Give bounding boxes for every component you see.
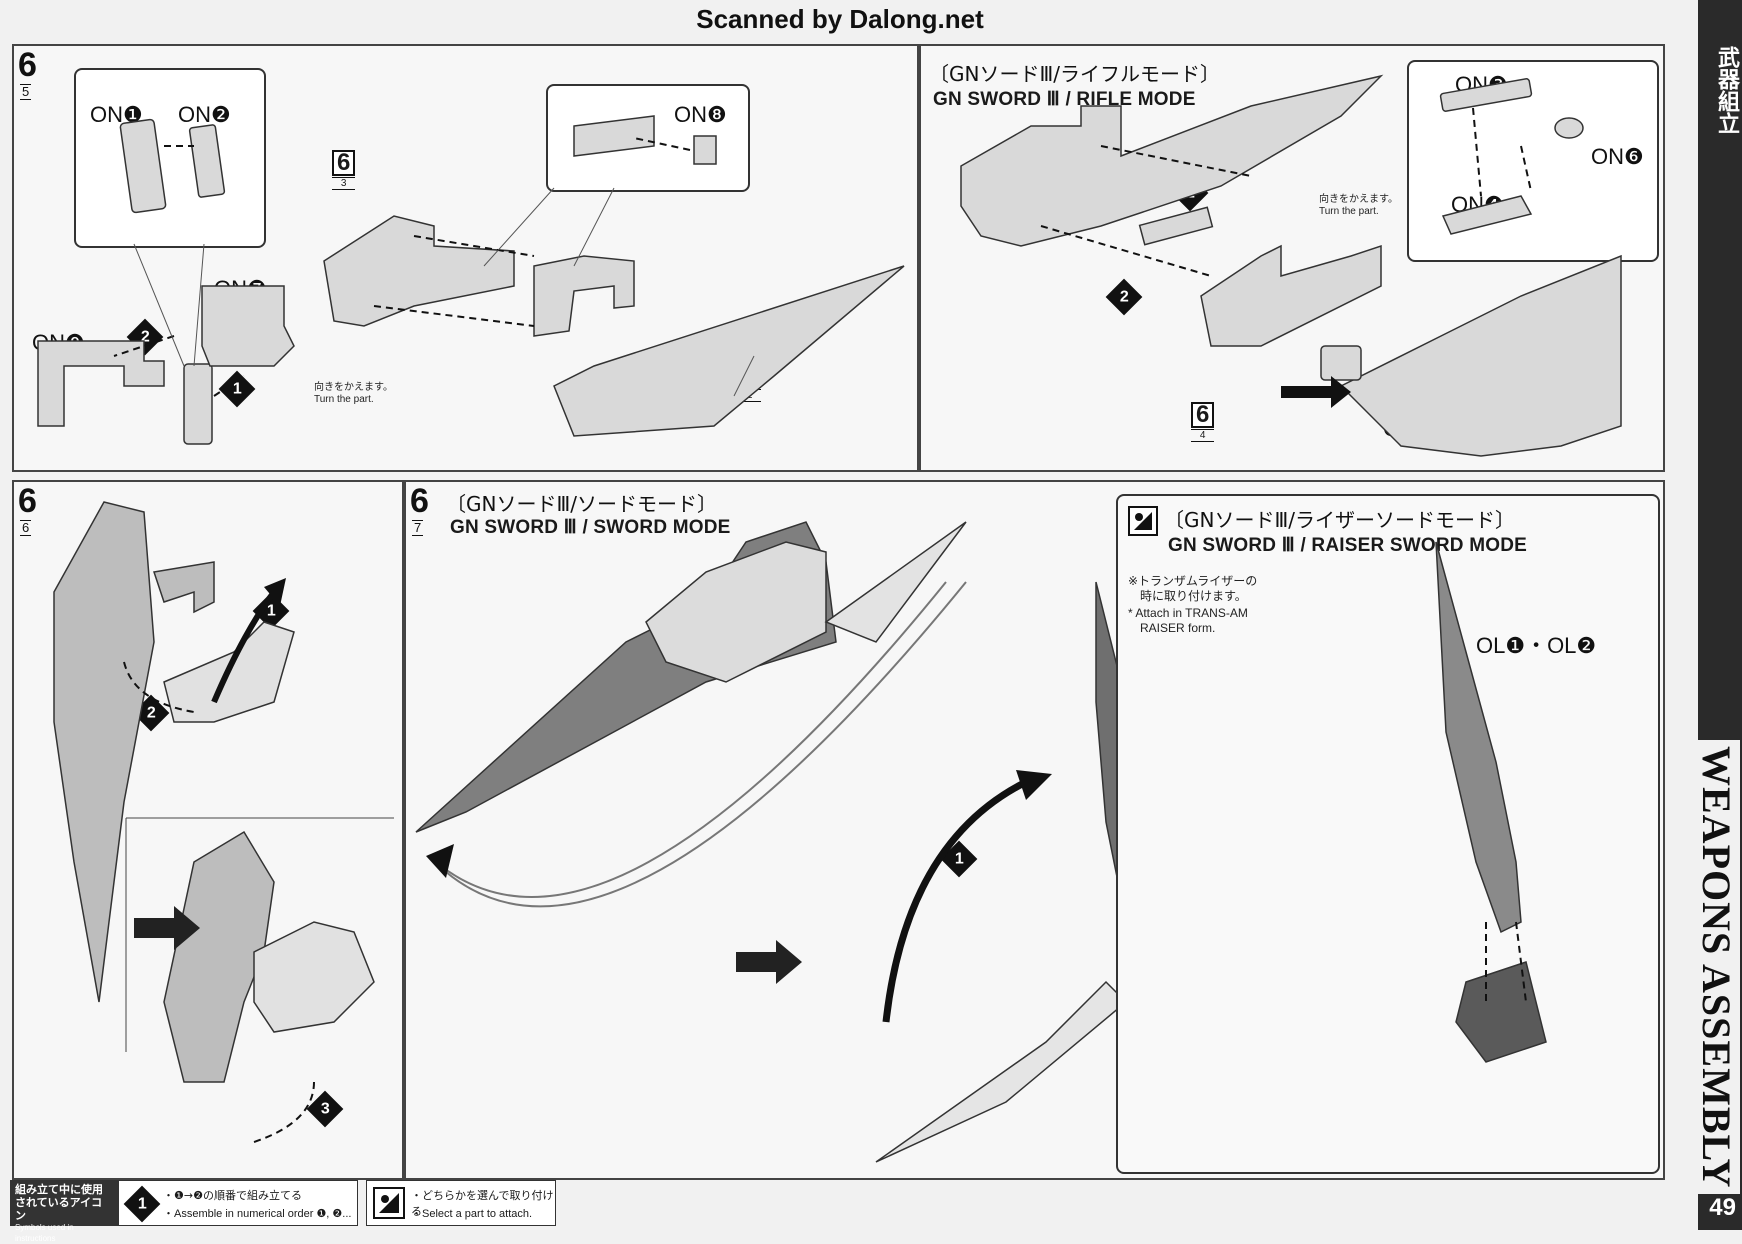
part-label-ol1-ol2: OL❶・OL❷ bbox=[1476, 633, 1597, 658]
step-number: 6 bbox=[18, 46, 37, 84]
substep-number: 7 bbox=[412, 520, 424, 536]
assembly-illustration-5 bbox=[37, 115, 905, 445]
legend-title-en: Symbols used in instructions bbox=[15, 1223, 74, 1243]
substep-number: 5 bbox=[20, 84, 32, 100]
attach-note-jp-line2: 時に取り付けます。 bbox=[1140, 589, 1247, 603]
turn-note-jp: 向きをかえます。 bbox=[314, 382, 393, 393]
legend-item-sequence: 1 ・❶→❷の順番で組み立てる ・Assemble in numerical o… bbox=[118, 1180, 358, 1226]
turn-note: 向きをかえます。 Turn the part. bbox=[314, 382, 393, 406]
substep-number: 6 bbox=[20, 520, 32, 536]
legend-item-select: ・どちらかを選んで取り付ける ・Select a part to attach. bbox=[366, 1180, 556, 1226]
assembly-illustration-rifle bbox=[960, 74, 1622, 457]
attach-note-en-line2: RAISER form. bbox=[1140, 621, 1216, 635]
step-number: 6 bbox=[410, 482, 429, 520]
part-label-on8: ON❽ bbox=[674, 102, 727, 127]
mode-title-jp: 〔GNソードⅢ/ライフルモード〕 bbox=[929, 62, 1220, 86]
detail-inset bbox=[74, 68, 266, 248]
mode-title-jp: 〔GNソードⅢ/ライザーソードモード〕 bbox=[1164, 508, 1515, 532]
sequence-icon: 1 bbox=[123, 1185, 161, 1223]
legend-title-jp-2: されているアイコン bbox=[15, 1196, 103, 1222]
mode-title-en: GN SWORD Ⅲ / SWORD MODE bbox=[450, 517, 731, 538]
panel-step-6-6: 6 6 1 2 3 bbox=[12, 480, 404, 1180]
step-number: 6 bbox=[18, 482, 37, 520]
assembly-illustration-6 bbox=[53, 501, 394, 1143]
turn-note: 向きをかえます。 Turn the part. bbox=[1319, 194, 1398, 218]
legend-item1-en: ・Assemble in numerical order ❶, ❷... bbox=[163, 1208, 352, 1220]
part-label-on6: ON❻ bbox=[1591, 144, 1644, 169]
raiser-mode-box bbox=[1116, 494, 1660, 1174]
mode-title-jp: 〔GNソードⅢ/ソードモード〕 bbox=[446, 492, 717, 516]
page-number: 49 bbox=[1709, 1194, 1736, 1221]
attach-note-en: * Attach in TRANS-AM RAISER form. bbox=[1128, 606, 1248, 636]
turn-note-en: Turn the part. bbox=[1319, 206, 1379, 217]
panel-step-6-5: 6 5 ON❶ ON❷ ON❼ ON❾ ON❽ 2 1 63 62 向きをかえま… bbox=[12, 44, 919, 472]
icon-legend: 組み立て中に使用 されているアイコン Symbols used in instr… bbox=[10, 1180, 118, 1243]
turn-note-jp: 向きをかえます。 bbox=[1319, 194, 1398, 205]
select-icon bbox=[1128, 506, 1158, 536]
select-icon bbox=[373, 1187, 405, 1219]
legend-title-jp-1: 組み立て中に使用 bbox=[15, 1183, 103, 1196]
attach-note-jp: ※トランザムライザーの 時に取り付けます。 bbox=[1128, 574, 1257, 604]
legend-item2-jp: ・どちらかを選んで取り付ける bbox=[411, 1189, 554, 1218]
panel-sword-mode: 6 7 〔GNソードⅢ/ソードモード〕 GN SWORD Ⅲ / SWORD M… bbox=[404, 480, 1665, 1180]
legend-item1-jp: ・❶→❷の順番で組み立てる bbox=[163, 1189, 302, 1202]
attach-note-en-line1: * Attach in TRANS-AM bbox=[1128, 606, 1248, 620]
raiser-illustration bbox=[1435, 541, 1547, 1063]
turn-note-en: Turn the part. bbox=[314, 394, 374, 405]
part-label-on2: ON❷ bbox=[178, 102, 231, 127]
sidebar-title-jp: 武器組立 bbox=[1698, 40, 1742, 140]
mode-title-en: GN SWORD Ⅲ / RIFLE MODE bbox=[933, 89, 1196, 110]
attach-note-jp-line1: ※トランザムライザーの bbox=[1128, 574, 1258, 588]
legend-item2-en: ・Select a part to attach. bbox=[411, 1208, 533, 1220]
scan-credit: Scanned by Dalong.net bbox=[696, 4, 984, 34]
panel-rifle-mode: 〔GNソードⅢ/ライフルモード〕 GN SWORD Ⅲ / RIFLE MODE… bbox=[919, 44, 1665, 472]
sidebar-title-en: WEAPONS ASSEMBLY bbox=[1693, 740, 1740, 1195]
